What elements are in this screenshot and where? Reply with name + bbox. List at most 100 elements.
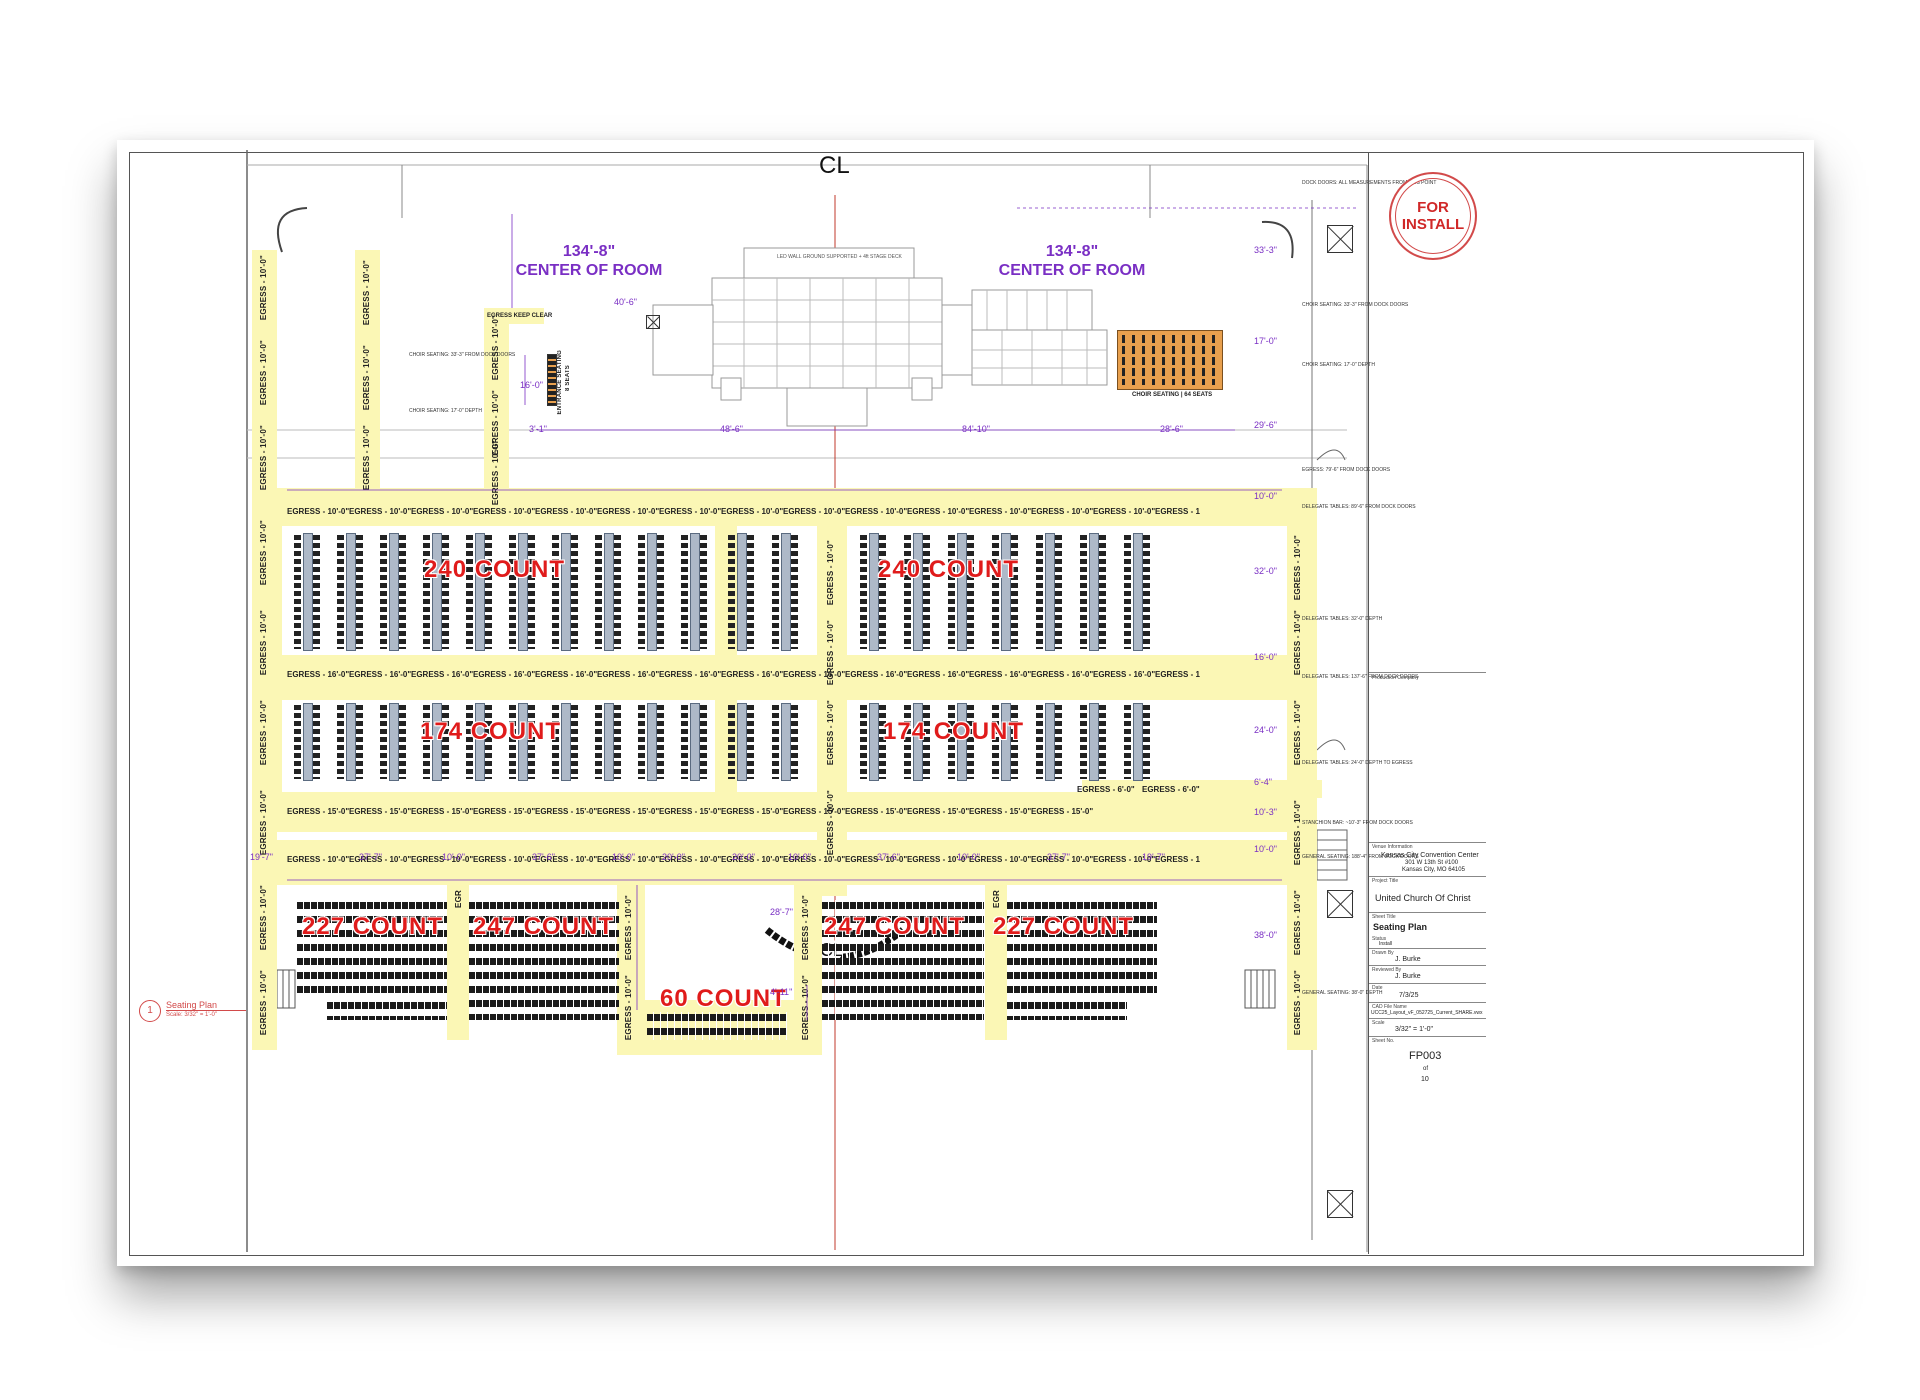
chair-row: [923, 705, 930, 779]
right-note: CHOIR SEATING: 17'-0" DEPTH: [1302, 362, 1375, 368]
chair-row: [681, 535, 688, 649]
dim-label: 10'-0": [957, 852, 980, 862]
chair-row: [791, 535, 798, 649]
egress-label: EGRESS - 10'-0": [535, 507, 598, 516]
egress-marker: [646, 315, 660, 329]
delegate-table-column: [1080, 703, 1106, 781]
drawing-number: 1: [139, 1000, 161, 1022]
chair-row: [528, 535, 535, 649]
reviewed-label: Reviewed By: [1372, 967, 1402, 973]
title-block-divider: [1369, 1018, 1486, 1019]
dim-label: 4'-11": [770, 987, 793, 997]
center-of-room-dim: 134'-8": [562, 243, 616, 260]
delegate-table: [389, 703, 399, 781]
chair-row: [728, 705, 735, 779]
chair-row: [571, 705, 578, 779]
delegate-table-column: [772, 533, 798, 651]
delegate-table: [432, 533, 442, 651]
egress-label: EGRESS - 15'-0": [597, 807, 660, 816]
dim-label: 48'-6": [720, 424, 743, 434]
chair-row: [657, 535, 664, 649]
chair-row: [313, 705, 320, 779]
column-marker: [1327, 1190, 1353, 1218]
chair-row: [967, 535, 974, 649]
count-label: 247 COUNT: [824, 913, 966, 940]
stamp-line: INSTALL: [1401, 216, 1465, 233]
delegate-table: [781, 533, 791, 651]
chair-row: [657, 705, 664, 779]
chair-row: [860, 705, 867, 779]
delegate-table-column: [1036, 703, 1062, 781]
egress-label: EGRESS - 10'-0": [783, 855, 846, 864]
right-dimension-label: 6'-4": [1254, 777, 1272, 787]
egress-label: EGRESS - 16'-0": [969, 670, 1032, 679]
chair-row: [772, 535, 779, 649]
egress-label: EGRESS - 15'-0": [783, 807, 846, 816]
chair-row: [700, 705, 707, 779]
egress-label: EGRESS - 10'-0": [411, 855, 474, 864]
egress-label: EGRESS - 15'-0": [349, 807, 412, 816]
egress-label: EGRESS - 10'-0": [969, 507, 1032, 516]
delegate-table: [913, 703, 923, 781]
chair-row: [1055, 705, 1062, 779]
stamp-line: FOR: [1417, 199, 1449, 216]
cad-label: CAD File Name: [1372, 1004, 1407, 1010]
egress-label: EGRESS - 16'-0": [907, 670, 970, 679]
egress-label: EGRESS - 15'-0": [659, 807, 722, 816]
column-marker: [1327, 890, 1353, 918]
egress-label: EGRESS - 15'-0": [535, 807, 598, 816]
chair-row: [904, 535, 911, 649]
general-seating-block-1: [297, 900, 447, 1000]
delegate-table-column: [772, 703, 798, 781]
delegate-table: [957, 703, 967, 781]
dim-label: 84'-10": [962, 424, 990, 434]
chair-row: [423, 535, 430, 649]
delegate-table: [346, 533, 356, 651]
chair-row: [638, 705, 645, 779]
egress-label: EGRESS - 16'-0": [535, 670, 598, 679]
project-title: United Church Of Christ: [1375, 893, 1471, 903]
sheet-border: [129, 152, 1804, 1256]
dim-label: 20'-0": [732, 852, 755, 862]
chair-row: [1011, 705, 1018, 779]
dim-label: 37'-7": [359, 852, 382, 862]
egress-band: [252, 526, 282, 666]
delegate-table-column: [860, 703, 886, 781]
right-dimension-label: 10'-0": [1254, 844, 1277, 854]
chair-row: [399, 535, 406, 649]
drawn-label: Drawn By: [1372, 950, 1394, 956]
egress-label: EGRESS - 1: [1155, 855, 1200, 864]
chair-row: [992, 535, 999, 649]
right-note: CHOIR SEATING: 33'-3" FROM DOCK DOORS: [1302, 302, 1409, 308]
egress-label: EGRESS - 6'-0": [1077, 785, 1135, 794]
chair-row: [638, 535, 645, 649]
chair-row: [528, 705, 535, 779]
delegate-table: [1001, 703, 1011, 781]
chair-row: [879, 705, 886, 779]
chair-row: [1036, 705, 1043, 779]
drawing-sheet: CL CL CL 134'-8" CENTER OF ROOM 134'-8" …: [117, 140, 1814, 1266]
centerline-symbol-top: CL: [819, 152, 850, 179]
chair-row: [992, 705, 999, 779]
delegate-table-column: [337, 533, 363, 651]
delegate-table: [1045, 703, 1055, 781]
title-block-divider: [1369, 842, 1486, 843]
delegate-table-column: [466, 703, 492, 781]
chair-row: [1011, 535, 1018, 649]
right-note: STANCHION BAR: ~10'-3" FROM DOCK DOORS: [1302, 820, 1413, 826]
chair-row: [466, 535, 473, 649]
egress-label: EGRESS - 1: [1155, 507, 1200, 516]
chair-row: [313, 535, 320, 649]
chair-row: [552, 535, 559, 649]
egress-band: [252, 840, 1317, 885]
egress-label: EGRESS - 10'-0": [473, 855, 536, 864]
egress-label: EGRESS - 10'-0": [597, 855, 660, 864]
delegate-table: [389, 533, 399, 651]
delegate-table: [690, 533, 700, 651]
chair-row: [747, 705, 754, 779]
chair-row: [399, 705, 406, 779]
egress-strip: [817, 526, 847, 896]
chair-row: [571, 535, 578, 649]
choir-seating-label: CHOIR SEATING | 64 SEATS: [1132, 392, 1213, 398]
delegate-table-column: [638, 533, 664, 651]
